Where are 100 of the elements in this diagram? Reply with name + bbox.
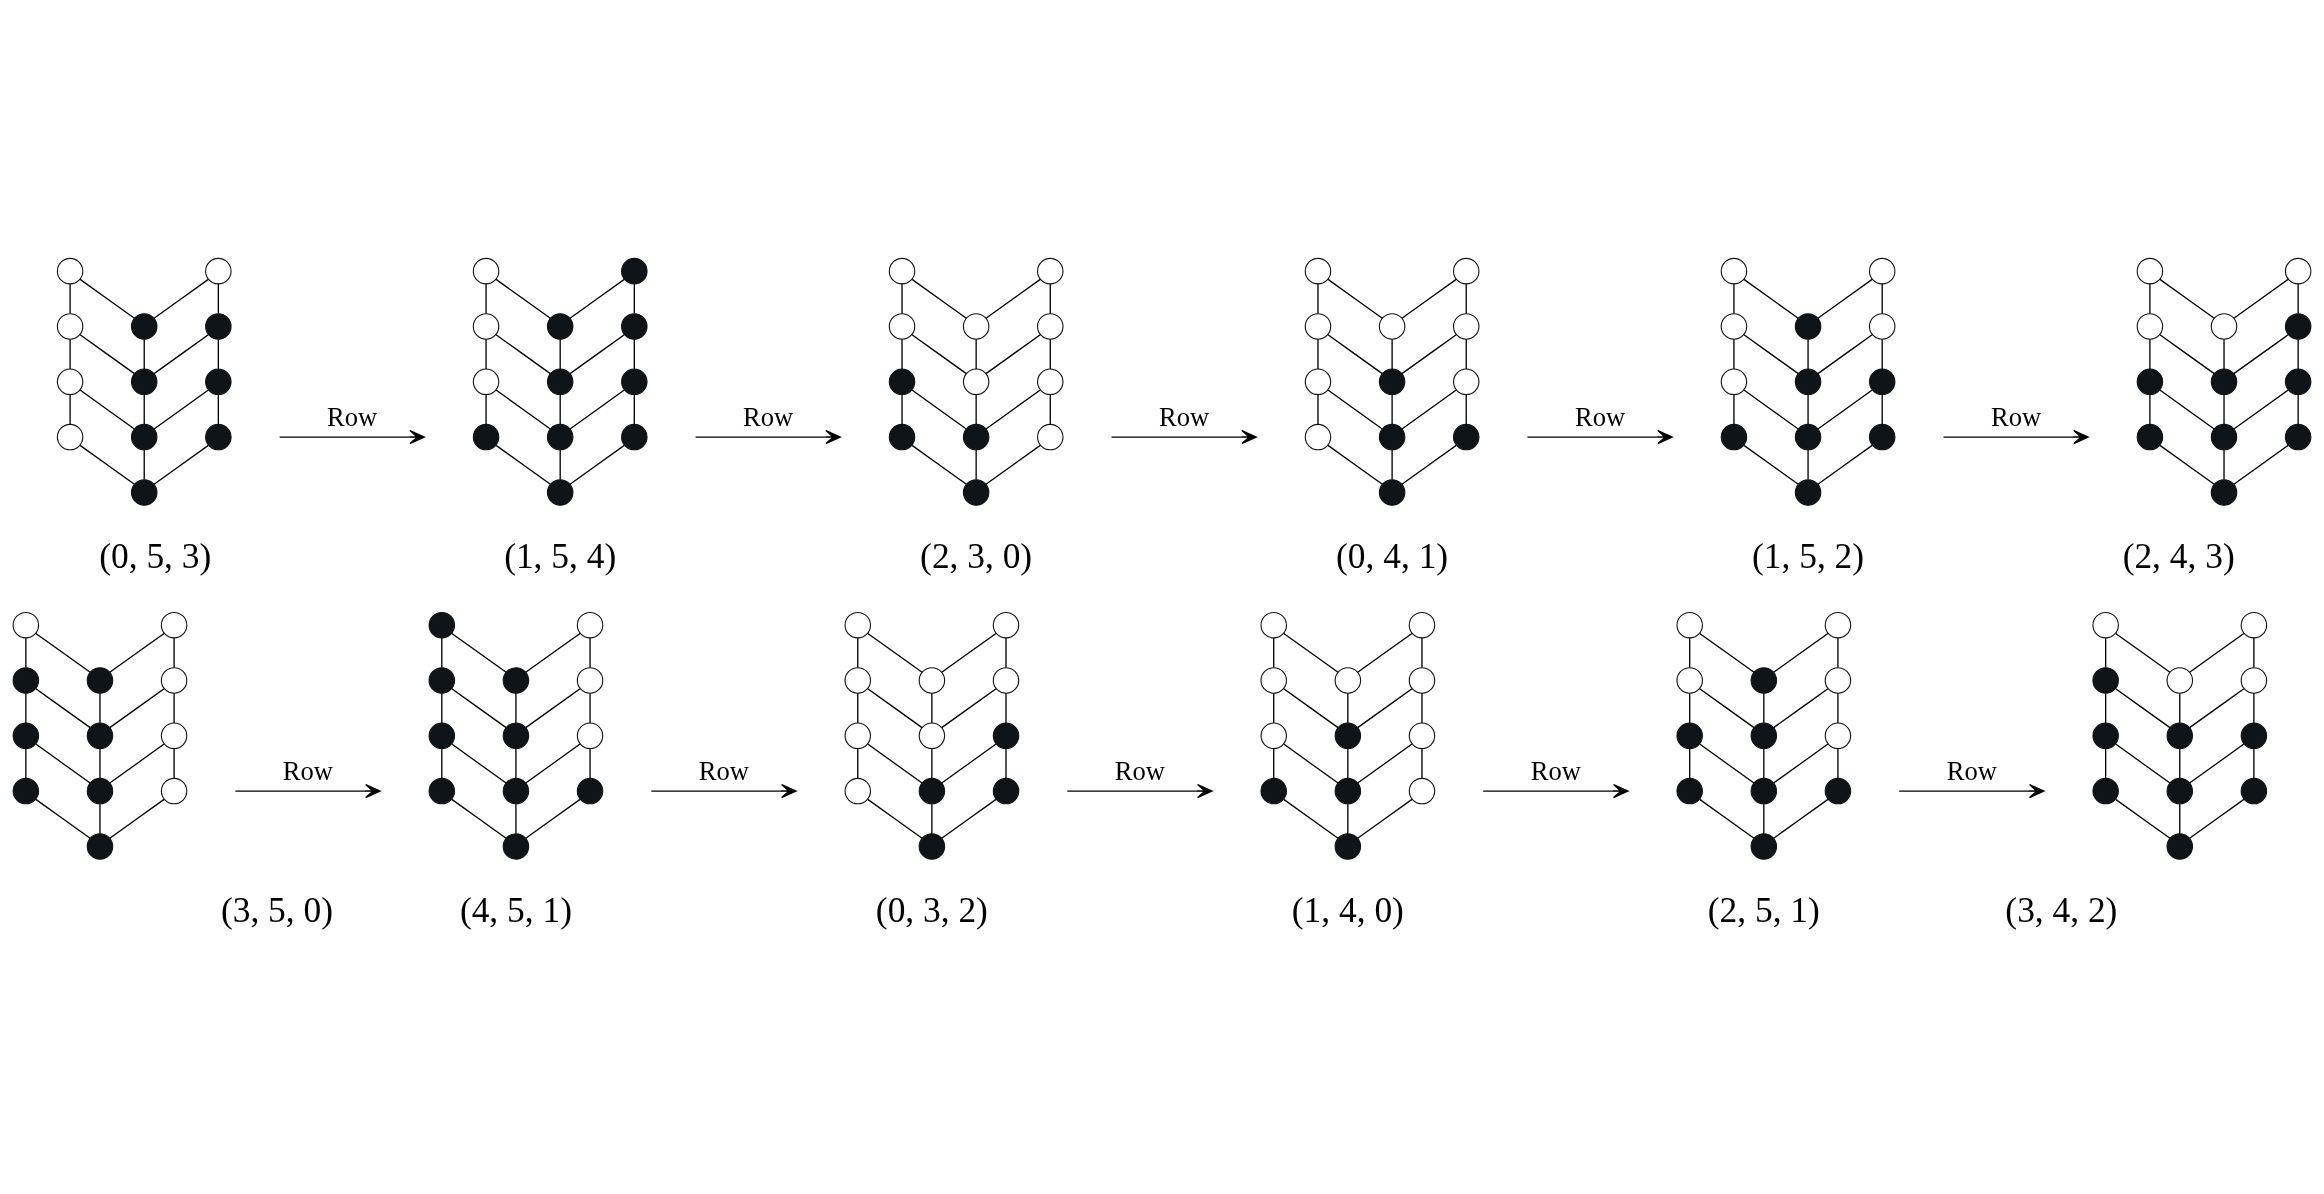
connector [1327,388,1383,430]
label: Row [698,755,749,786]
connector [143,448,145,480]
connector [217,282,219,314]
node-dot [1676,777,1703,804]
connector [941,687,997,728]
node-circle [576,611,604,638]
label: (0, 3, 2) [875,889,988,930]
node-circle [1408,722,1436,749]
connector [1689,636,1691,668]
node-dot [502,777,530,804]
connector [589,636,591,668]
connector [1357,632,1413,673]
connector [1817,388,1873,430]
connector [1401,444,1457,485]
connector [633,282,635,314]
connector [217,393,219,425]
connector [985,388,1041,430]
connector [173,747,175,779]
connector [1421,747,1423,779]
connector [2149,282,2151,314]
connector [143,338,145,370]
node-circle [1037,312,1064,340]
node-dot [1794,423,1822,450]
connector [25,692,27,724]
connector [1743,388,1799,430]
label: (2, 4, 3) [2122,535,2235,576]
connector [2233,444,2289,485]
connector [2297,338,2299,370]
connector [589,692,591,724]
node-dot [1334,722,1362,749]
node-dot [1720,423,1748,450]
connector [525,798,581,839]
node-circle [1260,722,1287,749]
node-dot [2136,423,2164,450]
node-dot [2284,368,2312,395]
connector [495,388,551,430]
connector [1465,338,1467,370]
node-dot [1868,368,1896,395]
node-circle [844,722,872,749]
node-dot [205,423,232,450]
connector [1837,636,1839,668]
node-dot [576,777,604,804]
connector [2179,802,2181,834]
node-dot [502,832,530,860]
label: (2, 3, 0) [920,535,1033,576]
connector [857,747,859,779]
label: (4, 5, 1) [459,889,572,930]
connector [2188,742,2245,784]
connector [1881,338,1883,370]
node-dot [2092,722,2119,749]
connector [451,798,507,839]
connector [2233,278,2289,319]
node-dot [1378,368,1406,395]
connector [931,692,933,724]
label: (2, 5, 1) [1707,889,1820,930]
connector [911,278,967,319]
node-circle [576,722,604,749]
connector [1807,393,1809,425]
connector [217,338,219,370]
node-dot [86,666,114,694]
connector [2159,278,2215,319]
connector [1421,636,1423,668]
connector [569,278,625,319]
node-circle [472,368,500,395]
node-dot [1334,832,1362,860]
connector [941,798,997,839]
node-circle [2136,257,2164,284]
connector [2297,282,2299,314]
connector [515,802,517,834]
node-dot [546,312,574,340]
node-circle [844,777,872,804]
connector [1763,747,1765,779]
connector [1743,333,1799,374]
connector [901,282,903,314]
connector [931,802,933,834]
connector [1273,692,1275,724]
node-circle [2092,611,2119,638]
connector [1837,747,1839,779]
node-dot [1750,832,1778,860]
connector [2223,448,2225,480]
connector [633,338,635,370]
node-circle [844,666,872,694]
connector [1401,388,1457,430]
node-circle [1720,312,1748,340]
label: (3, 5, 0) [220,889,334,930]
connector [2149,393,2151,425]
connector [1807,338,1809,370]
connector [857,636,859,668]
connector [451,742,507,784]
connector [495,278,551,319]
node-circle [1408,666,1436,694]
connector [1699,798,1755,839]
node-circle [56,423,84,450]
connector [2159,388,2215,430]
node-dot [962,478,990,506]
connector [79,333,136,374]
node-dot [502,666,530,694]
label: (0, 4, 1) [1336,535,1449,576]
node-circle [1378,312,1406,340]
